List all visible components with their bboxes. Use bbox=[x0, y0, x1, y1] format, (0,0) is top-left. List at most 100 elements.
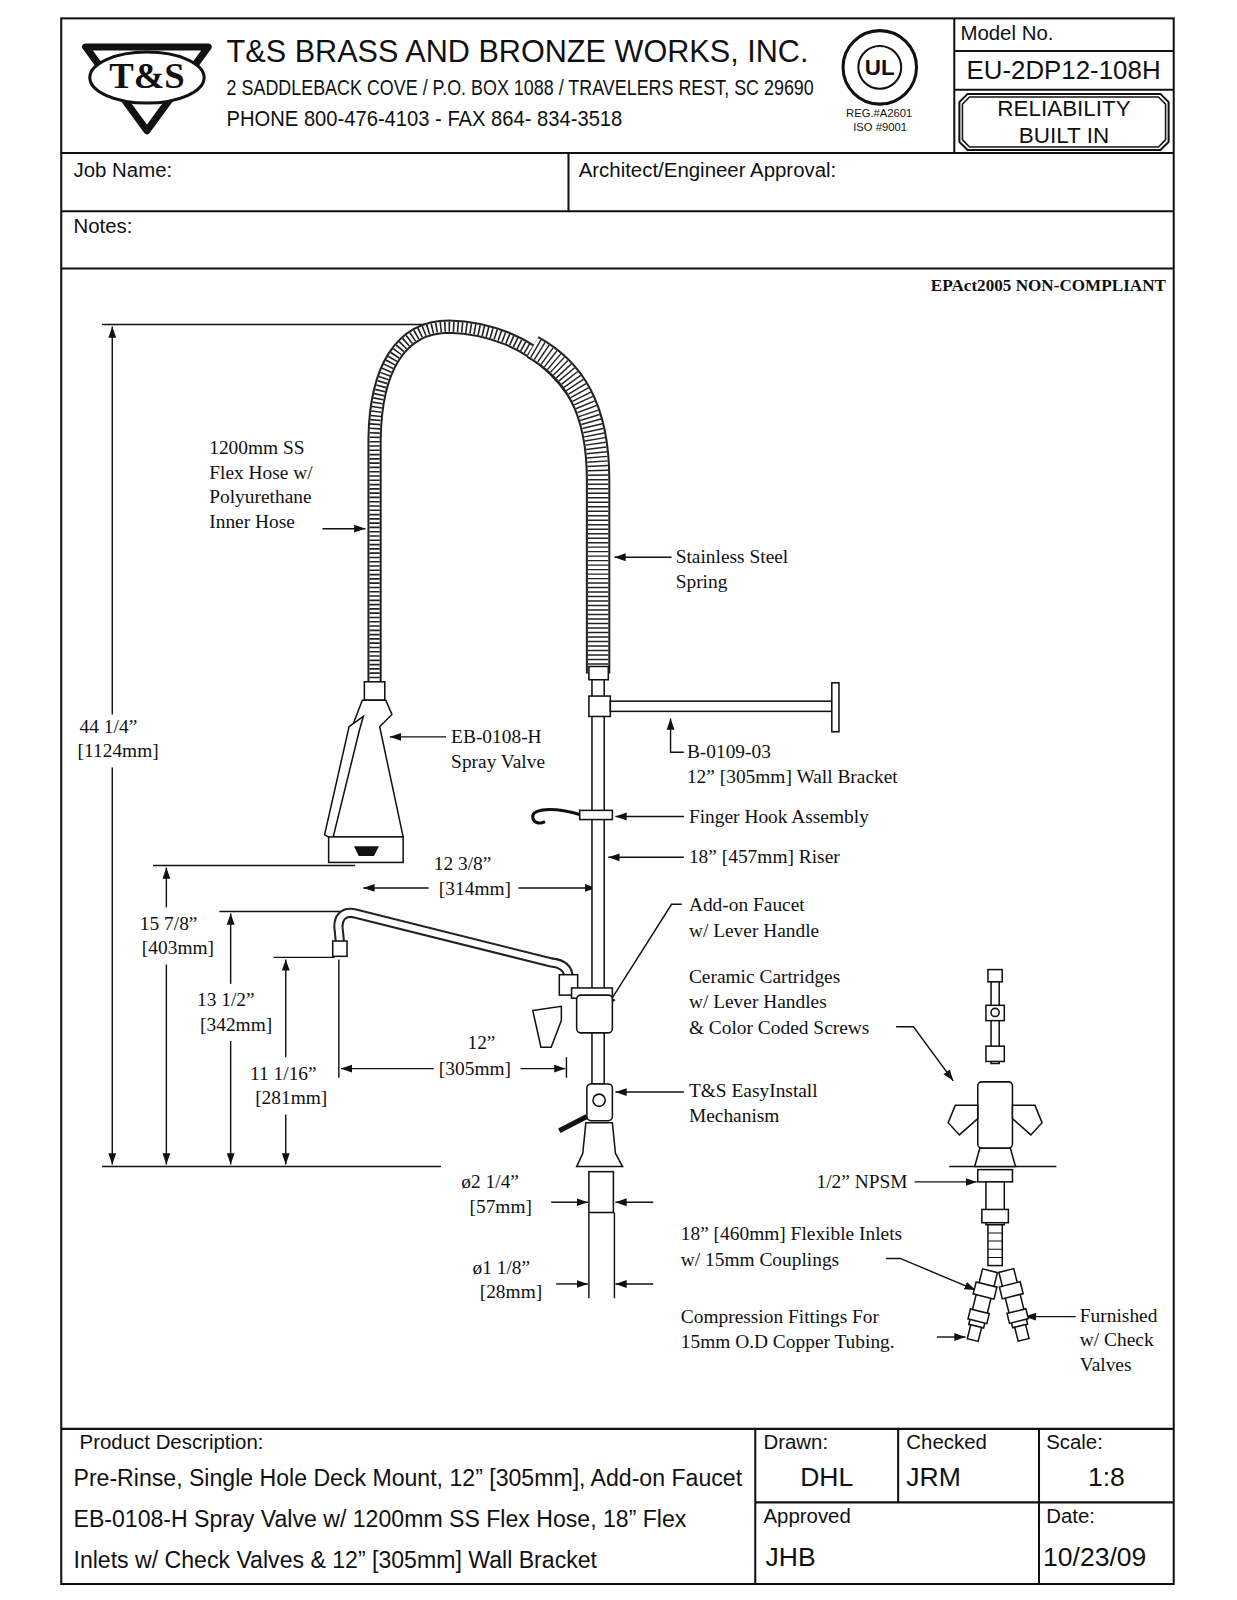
line-art bbox=[375, 327, 599, 684]
dimension-label: ø1 1/8” bbox=[473, 1255, 531, 1279]
cell-heading: Product Description: bbox=[80, 1431, 264, 1454]
line-art bbox=[556, 1283, 588, 1284]
callout-label: Stainless SteelSpring bbox=[676, 545, 789, 594]
line-art bbox=[937, 1336, 966, 1337]
line-art bbox=[606, 904, 682, 1007]
callout-label: Furnishedw/ CheckValves bbox=[1080, 1303, 1158, 1376]
line-art bbox=[978, 1082, 1013, 1148]
line-art bbox=[886, 1258, 976, 1290]
callout-label: B-0109-0312” [305mm] Wall Bracket bbox=[687, 740, 898, 789]
line-art bbox=[338, 913, 568, 988]
line-art bbox=[615, 1202, 653, 1203]
cell-value: Pre-Rinse, Single Hole Deck Mount, 12” [… bbox=[73, 1457, 742, 1579]
line-art bbox=[969, 1269, 998, 1328]
line-art bbox=[610, 701, 831, 711]
callout-label: Ceramic Cartridgesw/ Lever Handles& Colo… bbox=[689, 963, 869, 1040]
title-block-cell: ApprovedJHB bbox=[755, 1502, 1039, 1584]
callout-label: T&S EasyInstallMechanism bbox=[689, 1079, 818, 1128]
callout-label: Compression Fittings For15mm O.D Copper … bbox=[681, 1303, 895, 1354]
cell-heading: RELIABILITYBUILT IN bbox=[959, 96, 1168, 149]
callout-label: EB-0108-HSpray Valve bbox=[451, 725, 545, 774]
line-art bbox=[1012, 1105, 1042, 1135]
cell-heading: Architect/Engineer Approval: bbox=[579, 158, 837, 181]
company-phone: PHONE 800-476-4103 - FAX 864- 834-3518 bbox=[227, 105, 623, 131]
cell-heading: UL bbox=[841, 54, 919, 80]
line-art bbox=[988, 1233, 1002, 1257]
line-art bbox=[112, 327, 113, 715]
line-art bbox=[329, 837, 404, 863]
line-art bbox=[1007, 1309, 1028, 1324]
line-art bbox=[962, 1268, 1000, 1343]
line-art bbox=[1025, 1316, 1076, 1317]
line-art bbox=[230, 913, 231, 983]
dimension-label: [403mm] bbox=[142, 936, 214, 960]
cell-value: 10/23/09 bbox=[1043, 1541, 1146, 1572]
line-art bbox=[832, 683, 839, 732]
line-art bbox=[589, 1172, 613, 1213]
cell-value: DHL bbox=[755, 1462, 898, 1493]
line-art bbox=[285, 959, 286, 1057]
line-art bbox=[589, 696, 610, 716]
title-block-cell: Notes: bbox=[63, 211, 1173, 268]
line-art bbox=[608, 857, 684, 858]
callout-label: 18” [460mm] Flexible Inletsw/ 15mm Coupl… bbox=[681, 1221, 902, 1272]
line-art bbox=[166, 868, 167, 908]
callout-label: 18” [457mm] Riser bbox=[689, 845, 840, 869]
registration-note: ISO #9001 bbox=[853, 120, 907, 133]
line-art bbox=[986, 1005, 1004, 1020]
callout-label: 1/2” NPSM bbox=[817, 1170, 908, 1194]
line-art bbox=[671, 719, 684, 753]
cell-heading: Date: bbox=[1046, 1504, 1095, 1527]
line-art bbox=[999, 1282, 1023, 1299]
dimension-label: ø2 1/4” bbox=[461, 1170, 519, 1194]
line-art bbox=[230, 1041, 231, 1164]
dimension-label: 11 1/16” bbox=[250, 1061, 317, 1085]
cell-value: JHB bbox=[765, 1541, 815, 1572]
dimension-label: [1124mm] bbox=[78, 739, 159, 763]
dimension-label: [281mm] bbox=[255, 1086, 327, 1110]
model-cell: Model No. EU-2DP12-108H bbox=[954, 18, 1173, 89]
callout-label: Finger Hook Assembly bbox=[689, 804, 869, 828]
dimension-label: [314mm] bbox=[439, 877, 511, 901]
cell-value: EU-2DP12-108H bbox=[967, 54, 1161, 85]
title-block-cell: CheckedJRM bbox=[898, 1429, 1039, 1502]
dimension-label: 12 3/8” bbox=[434, 851, 492, 875]
title-block-frame bbox=[61, 18, 1173, 1584]
line-art bbox=[533, 810, 580, 823]
dimension-label: 12” bbox=[467, 1031, 495, 1055]
line-art bbox=[533, 347, 598, 674]
line-art bbox=[521, 1068, 566, 1069]
line-art bbox=[986, 1046, 1004, 1061]
line-art bbox=[166, 964, 167, 1164]
dimension-label: 15 7/8” bbox=[140, 911, 198, 935]
line-art bbox=[390, 736, 446, 737]
line-art bbox=[982, 1209, 1009, 1222]
cell-heading: Notes: bbox=[73, 214, 132, 237]
certification-seal: UL bbox=[841, 29, 919, 107]
line-art bbox=[914, 1181, 976, 1182]
line-art bbox=[518, 887, 596, 888]
line-art bbox=[615, 1283, 653, 1284]
cell-heading: Model No. bbox=[960, 21, 1053, 44]
line-art bbox=[615, 1091, 683, 1092]
line-art bbox=[338, 913, 568, 988]
line-art bbox=[589, 666, 608, 679]
cell-heading: T&S bbox=[78, 55, 217, 97]
line-art bbox=[61, 18, 1173, 1584]
dimension-label: 13 1/2” bbox=[197, 988, 255, 1012]
cell-value: JRM bbox=[906, 1462, 961, 1493]
logo-badge: T&S bbox=[78, 41, 217, 138]
line-art bbox=[559, 1117, 587, 1131]
line-art bbox=[577, 995, 613, 1033]
faucet-illustration bbox=[325, 327, 1043, 1343]
line-art bbox=[533, 1006, 562, 1047]
line-art bbox=[991, 1008, 999, 1016]
line-art bbox=[363, 887, 428, 888]
line-art bbox=[533, 347, 598, 674]
dimension-label: [305mm] bbox=[439, 1056, 511, 1080]
line-art bbox=[102, 325, 1056, 1299]
line-art bbox=[988, 970, 1002, 982]
line-art bbox=[996, 1268, 1034, 1343]
